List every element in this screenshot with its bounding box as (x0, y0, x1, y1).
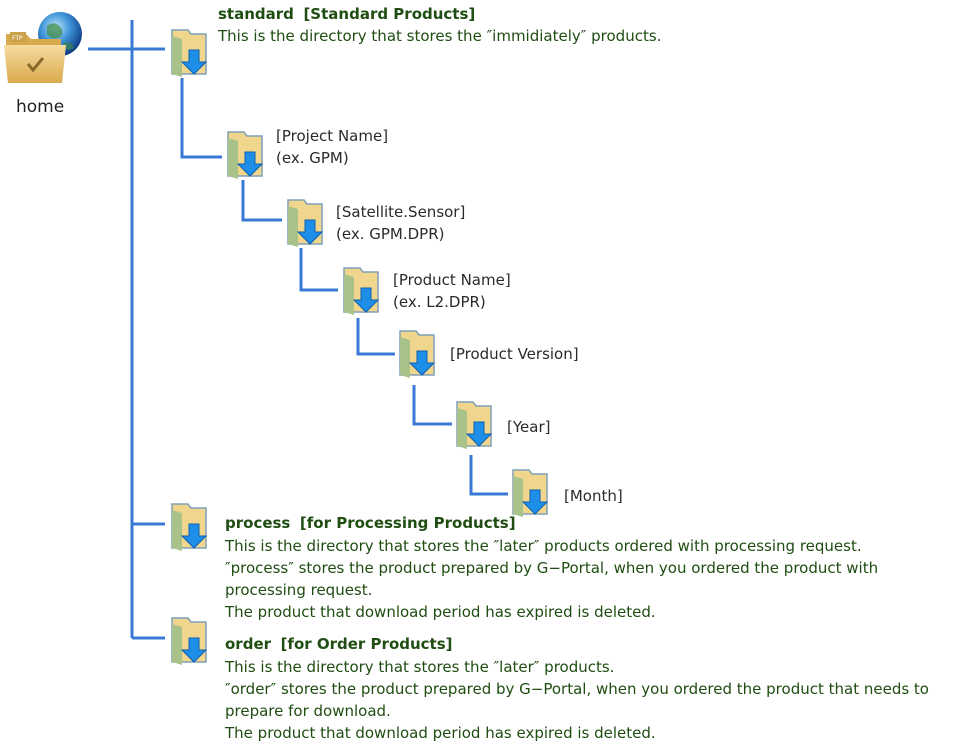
order-subtitle: [for Order Products] (280, 635, 453, 653)
project-name-example: (ex. GPM) (276, 149, 349, 167)
order-folder-icon[interactable] (168, 614, 212, 666)
year-folder-icon[interactable] (453, 398, 497, 450)
process-description-line-4: The product that download period has exp… (225, 603, 656, 621)
product-version-label: [Product Version] (450, 345, 579, 363)
process-description-line-2: ″process″ stores the product prepared by… (225, 559, 879, 577)
home-label: home (16, 97, 65, 117)
order-description-line-1: This is the directory that stores the ″l… (225, 658, 615, 676)
satellite-sensor-folder-icon[interactable] (284, 196, 328, 248)
project-name-folder-icon[interactable] (224, 128, 268, 180)
process-subtitle: [for Processing Products] (299, 514, 516, 532)
order-title: order (225, 635, 272, 653)
product-name-example: (ex. L2.DPR) (393, 293, 486, 311)
order-description-line-4: The product that download period has exp… (225, 724, 656, 742)
product-name-folder-icon[interactable] (340, 264, 384, 316)
svg-text:FTP: FTP (12, 35, 23, 42)
year-label: [Year] (507, 418, 551, 436)
product-name-label: [Product Name] (393, 271, 511, 289)
ftp-home-folder-icon[interactable]: FTP (2, 12, 92, 92)
standard-subtitle: [Standard Products] (303, 5, 476, 23)
order-description-line-2: ″order″ stores the product prepared by G… (225, 680, 929, 698)
process-title: process (225, 514, 291, 532)
order-description-line-3: prepare for download. (225, 702, 391, 720)
product-version-folder-icon[interactable] (396, 327, 440, 379)
standard-description: This is the directory that stores the ″i… (218, 27, 662, 45)
order-heading: order [for Order Products] (225, 633, 453, 655)
process-folder-icon[interactable] (168, 500, 212, 552)
standard-title: standard (218, 5, 294, 23)
month-label: [Month] (564, 487, 623, 505)
standard-heading: standard [Standard Products] (218, 3, 475, 25)
process-description-line-1: This is the directory that stores the ″l… (225, 537, 862, 555)
satellite-sensor-label: [Satellite.Sensor] (336, 203, 466, 221)
month-folder-icon[interactable] (509, 466, 553, 518)
standard-folder-icon[interactable] (168, 26, 212, 78)
process-heading: process [for Processing Products] (225, 512, 516, 534)
process-description-line-3: processing request. (225, 581, 373, 599)
satellite-sensor-example: (ex. GPM.DPR) (336, 225, 445, 243)
project-name-label: [Project Name] (276, 127, 389, 145)
